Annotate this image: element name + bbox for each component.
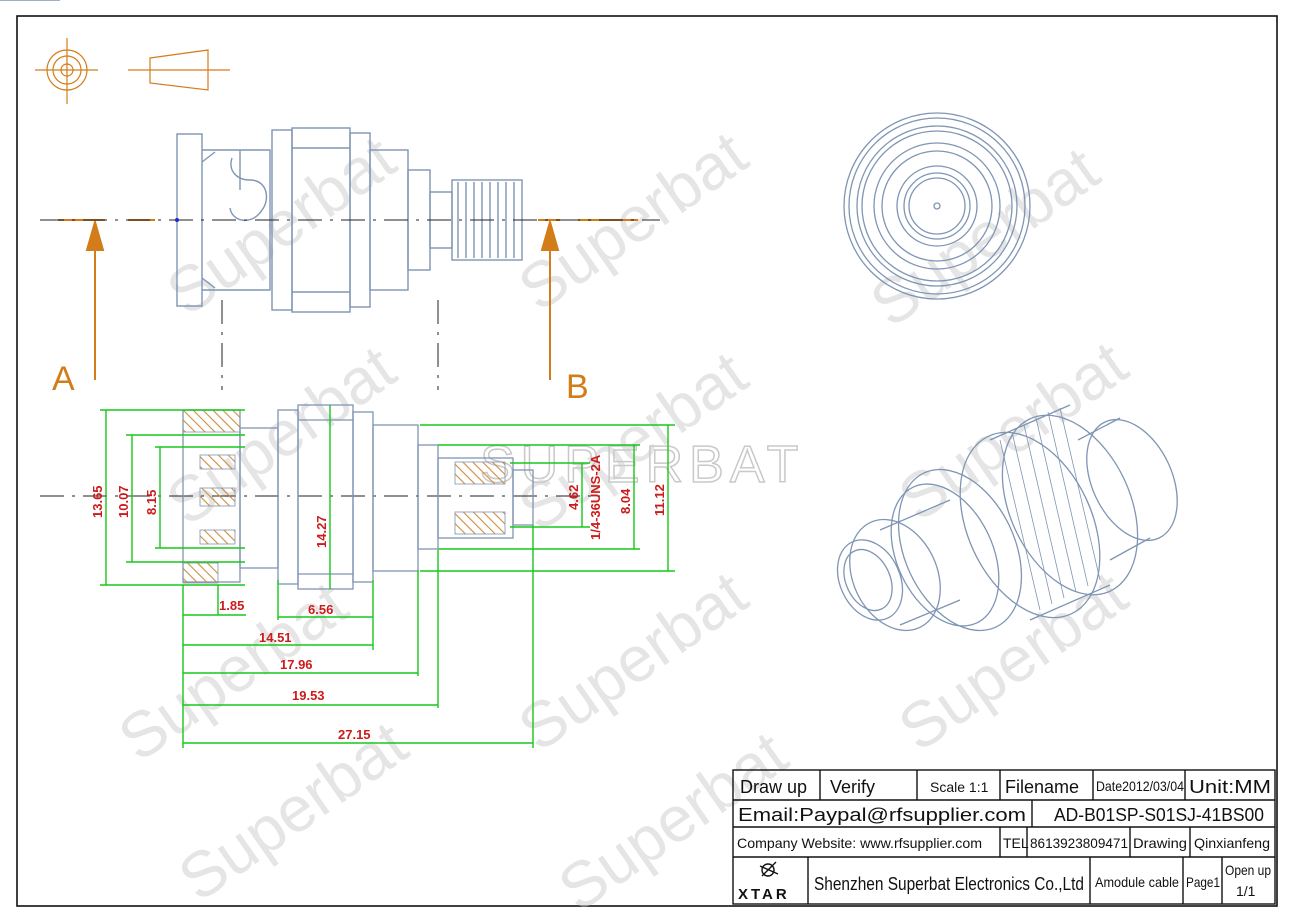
section-label-a: A — [52, 360, 75, 398]
tb-unit: Unit:MM — [1189, 777, 1271, 797]
tb-open-up: Open up — [1225, 862, 1271, 878]
dim-13-65: 13.65 — [90, 485, 105, 518]
xtar-logo-icon — [759, 861, 779, 877]
dim-8-15: 8.15 — [144, 490, 159, 515]
tb-drawing-label: Drawing — [1133, 835, 1187, 851]
tb-product: Amodule cable — [1095, 874, 1179, 890]
dim-17-96: 17.96 — [280, 657, 313, 672]
dim-19-53: 19.53 — [292, 688, 325, 703]
dim-10-07: 10.07 — [116, 485, 131, 518]
section-marker-b — [538, 218, 638, 380]
section-marker-a — [58, 218, 155, 380]
watermark: Superbat — [506, 557, 760, 765]
section-label-b: B — [566, 368, 589, 406]
watermark: Superbat — [166, 707, 420, 915]
title-block-text: Draw up Verify Scale 1:1 Filename Date20… — [737, 777, 1271, 903]
tb-tel: 8613923809471 — [1030, 835, 1128, 851]
isometric-view — [836, 404, 1178, 632]
tb-page: Page1 — [1186, 874, 1220, 890]
tb-date: Date2012/03/04 — [1096, 778, 1184, 794]
dimension-lines — [100, 405, 675, 748]
tb-website: Company Website: www.rfsupplier.com — [737, 835, 982, 851]
tb-email: Email:Paypal@rfsupplier.com — [738, 805, 1026, 825]
tb-logo: XTAR — [738, 886, 790, 903]
tb-tel-label: TEL — [1003, 835, 1029, 851]
dim-thread: 1/4-36UNS-2A — [588, 454, 603, 540]
title-block — [732, 769, 1276, 905]
tb-draw-up: Draw up — [740, 777, 807, 797]
dim-11-12: 11.12 — [652, 484, 667, 516]
section-hatching — [182, 409, 506, 584]
tb-filename: Filename — [1005, 777, 1079, 797]
dim-27-15: 27.15 — [338, 727, 371, 742]
dim-1-85: 1.85 — [219, 598, 244, 613]
sheet-border — [16, 15, 1278, 907]
dim-14-51: 14.51 — [259, 630, 292, 645]
dim-4-62: 4.62 — [566, 485, 581, 510]
tb-drawer: Qinxianfeng — [1194, 835, 1270, 851]
tb-part-no: AD-B01SP-S01SJ-41BS00 — [1054, 805, 1264, 825]
dim-6-56: 6.56 — [308, 602, 333, 617]
projection-symbol — [35, 38, 230, 104]
front-view — [843, 112, 1031, 300]
dimension-labels: 13.65 10.07 8.15 14.27 4.62 1/4-36UNS-2A… — [90, 454, 667, 742]
center-lines — [40, 219, 660, 497]
tb-open-count: 1/1 — [1236, 883, 1256, 899]
tb-company: Shenzhen Superbat Electronics Co.,Ltd — [814, 874, 1084, 894]
tb-verify: Verify — [830, 777, 875, 797]
watermark: Superbat — [886, 327, 1140, 535]
dim-14-27: 14.27 — [314, 515, 329, 548]
dim-8-04: 8.04 — [618, 488, 633, 514]
tb-scale: Scale 1:1 — [930, 779, 989, 795]
center-point — [175, 218, 179, 222]
